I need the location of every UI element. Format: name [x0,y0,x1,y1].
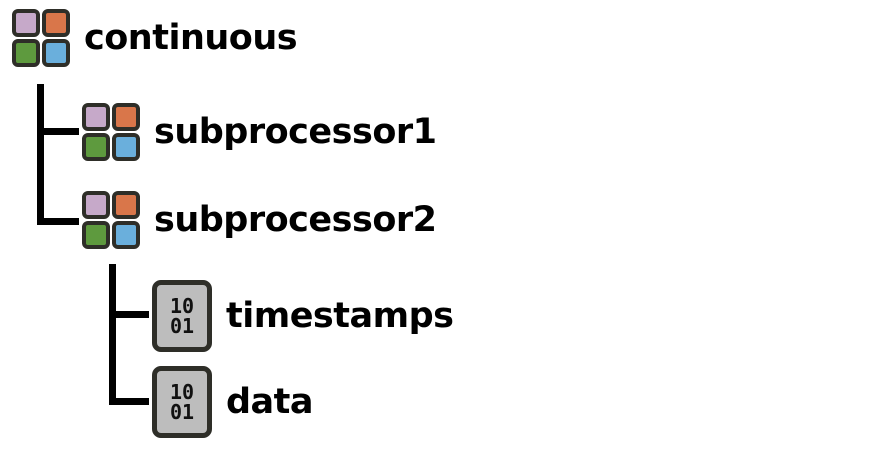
tree-connector-branch [37,218,79,225]
dataset-icon-bits: 01 [169,400,195,424]
tree-connector-branch [109,398,149,405]
tree-connector-vertical [37,84,44,225]
node-label: continuous [84,18,298,58]
group-square-icon [12,39,40,67]
group-icon [12,9,70,67]
group-square-icon [42,9,70,37]
tree-node-timestamps[interactable]: 10 01 timestamps [152,280,454,352]
group-square-icon [112,221,140,249]
tree-node-subprocessor2[interactable]: subprocessor2 [82,191,437,249]
tree-node-subprocessor1[interactable]: subprocessor1 [82,103,437,161]
group-square-icon [82,191,110,219]
node-label: data [226,382,314,422]
tree-connector-vertical [109,264,116,405]
node-label: timestamps [226,296,454,336]
dataset-icon-bits: 10 [169,380,195,404]
group-square-icon [82,103,110,131]
group-square-icon [112,103,140,131]
node-label: subprocessor1 [154,112,437,152]
group-square-icon [82,133,110,161]
dataset-icon: 10 01 [152,280,212,352]
group-square-icon [12,9,40,37]
group-icon [82,103,140,161]
tree-connector-branch [37,128,79,135]
dataset-icon-bits: 01 [169,314,195,338]
tree-node-continuous[interactable]: continuous [12,9,298,67]
group-icon [82,191,140,249]
tree-connector-branch [109,311,149,318]
dataset-icon: 10 01 [152,366,212,438]
group-square-icon [82,221,110,249]
tree-node-data[interactable]: 10 01 data [152,366,314,438]
node-label: subprocessor2 [154,200,437,240]
dataset-icon-bits: 10 [169,294,195,318]
group-square-icon [42,39,70,67]
group-square-icon [112,191,140,219]
group-square-icon [112,133,140,161]
